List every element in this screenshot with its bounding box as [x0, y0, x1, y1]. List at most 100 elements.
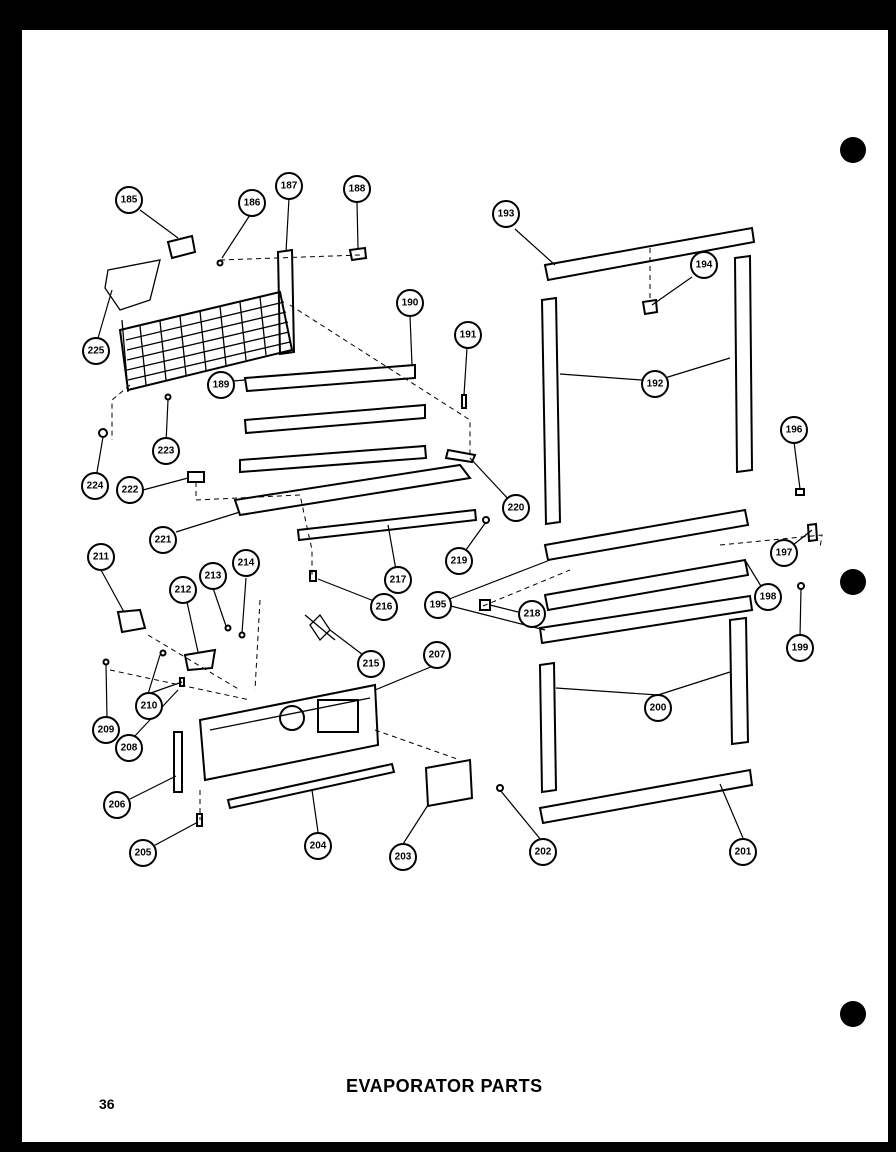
svg-text:205: 205 [135, 848, 152, 859]
svg-text:207: 207 [429, 650, 446, 661]
part-212 [183, 648, 217, 672]
callout-215: 215 [357, 650, 385, 678]
callout-223: 223 [152, 437, 180, 465]
sheet [22, 30, 888, 1142]
svg-text:197: 197 [776, 548, 793, 559]
part-221 [233, 463, 472, 517]
punch-hole [840, 1001, 866, 1027]
callout-209: 209 [92, 716, 120, 744]
svg-text:193: 193 [498, 209, 515, 220]
part-201 [538, 768, 754, 825]
svg-text:212: 212 [175, 585, 192, 596]
svg-text:224: 224 [87, 481, 104, 492]
svg-text:214: 214 [238, 558, 255, 569]
callout-225: 225 [82, 337, 110, 365]
svg-text:204: 204 [310, 841, 327, 852]
callout-205: 205 [129, 839, 157, 867]
svg-text:185: 185 [121, 195, 138, 206]
callout-212: 212 [169, 576, 197, 604]
part-189 [243, 363, 416, 393]
svg-text:220: 220 [508, 503, 525, 514]
svg-text:192: 192 [647, 379, 664, 390]
svg-text:218: 218 [524, 609, 541, 620]
svg-text:210: 210 [141, 701, 158, 712]
callout-206: 206 [103, 791, 131, 819]
callout-194: 194 [690, 251, 718, 279]
leader-lines [95, 197, 813, 851]
callout-203: 203 [389, 843, 417, 871]
part-198 [543, 558, 750, 612]
svg-text:195: 195 [430, 600, 447, 611]
callout-214: 214 [232, 549, 260, 577]
svg-text:225: 225 [88, 346, 105, 357]
svg-text:198: 198 [760, 592, 777, 603]
part-195b [538, 594, 754, 645]
svg-text:215: 215 [363, 659, 380, 670]
callout-bubbles: 185 186 187 188 189 190 191 192 193 194 … [81, 172, 814, 871]
svg-text:203: 203 [395, 852, 412, 863]
callout-185: 185 [115, 186, 143, 214]
svg-text:202: 202 [535, 847, 552, 858]
callout-197: 197 [770, 539, 798, 567]
callout-211: 211 [87, 543, 115, 571]
punch-hole [840, 137, 866, 163]
svg-text:221: 221 [155, 535, 172, 546]
callout-186: 186 [238, 189, 266, 217]
evaporator-coil [118, 248, 296, 393]
svg-text:211: 211 [93, 552, 110, 563]
part-200-left [538, 661, 558, 794]
callout-189: 189 [207, 371, 235, 399]
callout-204: 204 [304, 832, 332, 860]
part-195a [543, 508, 750, 562]
callout-202: 202 [529, 838, 557, 866]
page-number: 36 [99, 1096, 115, 1112]
page-title: EVAPORATOR PARTS [346, 1076, 543, 1096]
svg-text:188: 188 [349, 184, 366, 195]
svg-text:216: 216 [376, 602, 393, 613]
callout-217: 217 [384, 566, 412, 594]
part-192-right [733, 254, 754, 474]
callout-190: 190 [396, 289, 424, 317]
part-190b [239, 444, 428, 474]
part-200-right [728, 616, 750, 746]
callout-221: 221 [149, 526, 177, 554]
part-215 [304, 613, 336, 642]
svg-text:196: 196 [786, 425, 803, 436]
svg-text:194: 194 [696, 260, 713, 271]
part-193 [543, 226, 756, 282]
svg-text:186: 186 [244, 198, 261, 209]
callout-192: 192 [641, 370, 669, 398]
part-225 [104, 259, 161, 311]
parts-drawing [98, 226, 823, 827]
callout-193: 193 [492, 200, 520, 228]
callout-199: 199 [786, 634, 814, 662]
callout-196: 196 [780, 416, 808, 444]
svg-text:190: 190 [402, 298, 419, 309]
callout-208: 208 [115, 734, 143, 762]
callout-195: 195 [424, 591, 452, 619]
callout-213: 213 [199, 562, 227, 590]
callout-224: 224 [81, 472, 109, 500]
part-192-left [540, 296, 562, 526]
callout-188: 188 [343, 175, 371, 203]
callout-216: 216 [370, 593, 398, 621]
callout-201: 201 [729, 838, 757, 866]
callout-222: 222 [116, 476, 144, 504]
callout-187: 187 [275, 172, 303, 200]
callout-219: 219 [445, 547, 473, 575]
svg-text:219: 219 [451, 556, 468, 567]
part-207-panel [198, 683, 380, 782]
svg-text:187: 187 [281, 181, 298, 192]
svg-text:201: 201 [735, 847, 752, 858]
callout-198: 198 [754, 583, 782, 611]
callout-207: 207 [423, 641, 451, 669]
svg-text:209: 209 [98, 725, 115, 736]
part-211 [116, 608, 147, 634]
callout-210: 210 [135, 692, 163, 720]
svg-text:200: 200 [650, 703, 667, 714]
part-190a [243, 403, 426, 435]
svg-text:217: 217 [390, 575, 407, 586]
callout-200: 200 [644, 694, 672, 722]
svg-text:223: 223 [158, 446, 175, 457]
